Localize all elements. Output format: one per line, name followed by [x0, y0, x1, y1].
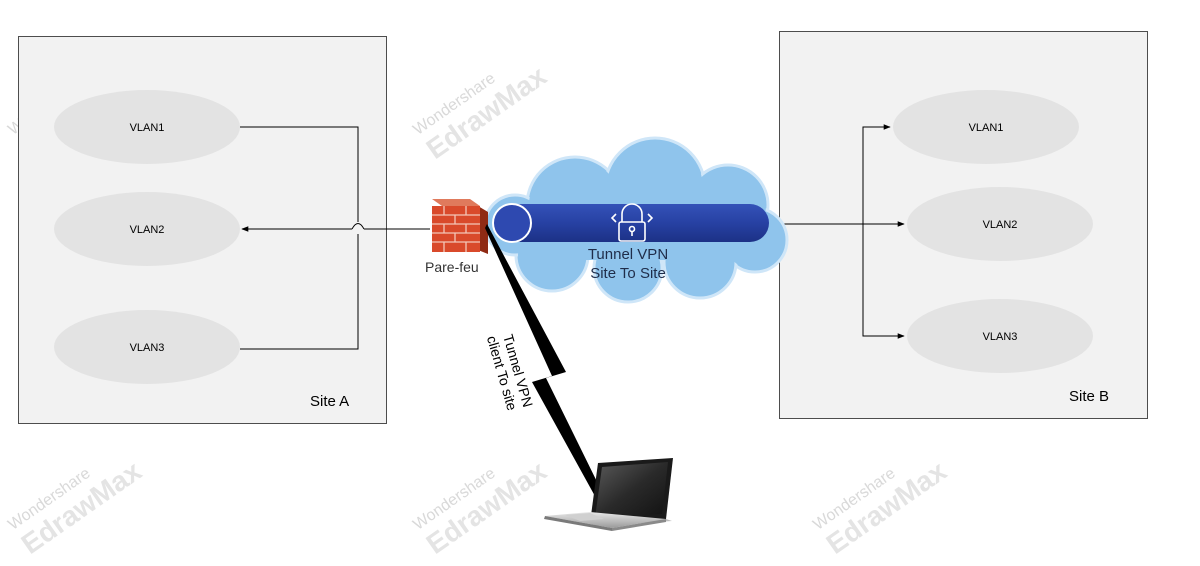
tunnel-tube	[493, 204, 769, 242]
site-a-label: Site A	[310, 393, 349, 410]
client-tunnel-label: Tunnel VPN client To site	[484, 332, 536, 412]
site-a-vlan1-label: VLAN1	[130, 122, 165, 134]
connector-hop	[351, 223, 365, 230]
firewall-icon	[432, 199, 488, 254]
firewall-label: Pare-feu	[425, 259, 479, 275]
tunnel-label-line1: Tunnel VPN	[588, 246, 668, 263]
site-a: VLAN1 VLAN2 VLAN3 Site A	[18, 36, 387, 424]
watermark: Wondershare EdrawMax	[410, 455, 552, 560]
firewall: Pare-feu	[425, 199, 488, 275]
site-b-connectors	[770, 124, 905, 339]
vpn-tunnel: Tunnel VPN Site To Site	[492, 203, 769, 282]
site-b: VLAN1 VLAN2 VLAN3 Site B	[779, 31, 1148, 419]
connector-b-vlan1	[862, 124, 891, 224]
watermark: Wondershare EdrawMax	[810, 455, 952, 560]
site-b-vlan1-label: VLAN1	[969, 122, 1004, 134]
connector-b-vlan3	[862, 224, 905, 339]
site-a-connectors	[240, 126, 430, 350]
connector-a-vlan1	[240, 126, 359, 222]
connector-a-vlan3	[240, 234, 359, 350]
site-b-vlan2	[907, 187, 1093, 261]
tunnel-label-line2: Site To Site	[590, 265, 666, 282]
tunnel-opening	[492, 203, 532, 243]
site-a-vlan2	[54, 192, 240, 266]
lightning-link	[485, 224, 604, 498]
laptop-icon	[544, 458, 673, 531]
watermark: Wondershare EdrawMax	[5, 455, 147, 560]
site-b-vlan2-label: VLAN2	[983, 219, 1018, 231]
padlock-icon	[610, 203, 654, 242]
site-a-vlan2-label: VLAN2	[130, 224, 165, 236]
site-a-vlan3	[54, 310, 240, 384]
site-a-vlan3-label: VLAN3	[130, 342, 165, 354]
site-a-vlan1	[54, 90, 240, 164]
site-b-label: Site B	[1069, 388, 1109, 405]
site-b-vlan3-label: VLAN3	[983, 331, 1018, 343]
watermark: Wondershare EdrawMax	[410, 60, 552, 165]
site-b-vlan1	[893, 90, 1079, 164]
site-b-vlan3	[907, 299, 1093, 373]
